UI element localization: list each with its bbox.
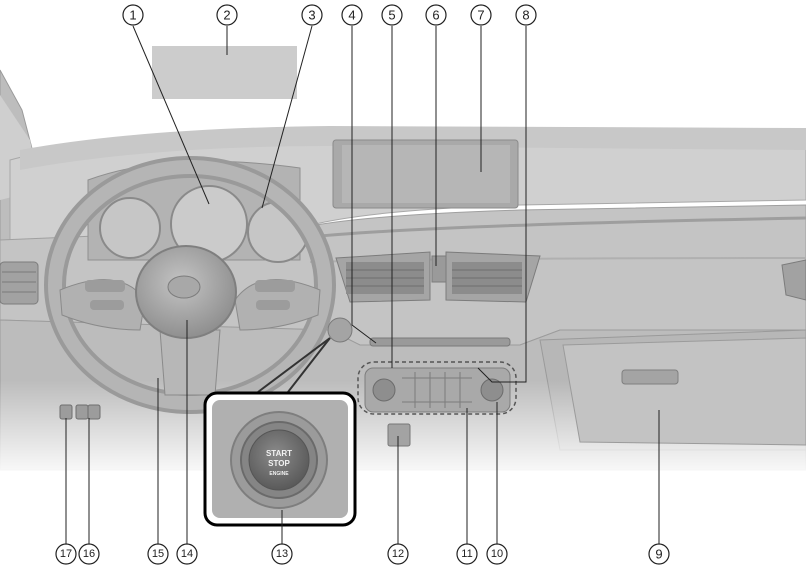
callout-2: 2: [216, 4, 238, 26]
engine-label: ENGINE: [269, 471, 289, 477]
zoom-line: [287, 337, 331, 393]
callout-1-label: 1: [129, 8, 136, 23]
instrument-cluster: [87, 160, 309, 263]
start-label: START: [266, 449, 292, 458]
climate-panel: [364, 367, 511, 413]
callout-8-label: 8: [522, 8, 529, 23]
callout-3-label: 3: [308, 8, 315, 23]
callout-15: 15: [147, 543, 169, 565]
callout-7: 7: [470, 4, 492, 26]
callout-11: 11: [456, 543, 478, 565]
dash-start-button: [327, 317, 353, 343]
callout-9: 9: [648, 543, 670, 565]
callout-13-label: 13: [276, 548, 288, 560]
callout-16: 16: [78, 543, 100, 565]
callout-14-label: 14: [181, 548, 193, 560]
callout-10-label: 10: [491, 548, 503, 560]
callout-11-label: 11: [461, 548, 472, 560]
callout-12: 12: [387, 543, 409, 565]
callouts: 1 2 3 4 5 6 7 8 9 10 11 12 13 14 15 16 1…: [55, 4, 670, 565]
callout-14: 14: [176, 543, 198, 565]
center-display: [332, 139, 519, 209]
start-button-inset: START STOP ENGINE: [203, 391, 357, 527]
callout-3: 3: [301, 4, 323, 26]
callout-4-label: 4: [348, 8, 355, 23]
callout-1: 1: [122, 4, 144, 26]
callout-5: 5: [381, 4, 403, 26]
zoom-line: [257, 337, 331, 393]
callout-17-label: 17: [60, 548, 72, 560]
callout-5-label: 5: [388, 8, 395, 23]
audio-slot: [369, 337, 511, 347]
callout-6-label: 6: [432, 8, 439, 23]
dash-upper: [20, 126, 806, 170]
left-vent: [0, 261, 39, 305]
callout-17: 17: [55, 543, 77, 565]
glove-box: [562, 337, 806, 446]
callout-12-label: 12: [392, 548, 404, 560]
callout-9-label: 9: [655, 547, 662, 562]
stop-label: STOP: [268, 459, 290, 468]
callout-10: 10: [486, 543, 508, 565]
callout-8: 8: [515, 4, 537, 26]
callout-7-label: 7: [477, 8, 484, 23]
callout-6: 6: [425, 4, 447, 26]
callout-15-label: 15: [152, 548, 164, 560]
callout-16-label: 16: [83, 548, 95, 560]
callout-13: 13: [271, 543, 293, 565]
accessory-socket: [387, 423, 411, 447]
callout-4: 4: [341, 4, 363, 26]
center-vents: [335, 251, 541, 303]
steering-wheel: [44, 156, 336, 414]
leader-lines: [65, 25, 660, 548]
lower-levers: [59, 404, 101, 420]
warning-label-area: [152, 46, 297, 99]
callout-2-label: 2: [223, 8, 230, 23]
right-vent: [781, 259, 806, 301]
climate-highlight: [357, 361, 517, 415]
